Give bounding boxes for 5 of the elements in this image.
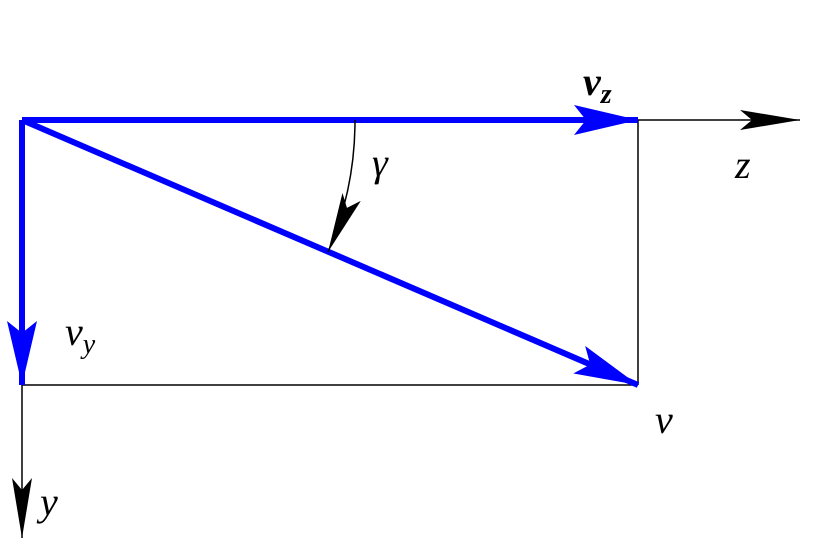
vector-label: v$_{y}$ <box>65 312 96 359</box>
vector-label: v$_{z}$ <box>583 62 612 109</box>
vector-label: v <box>655 400 673 440</box>
axis-label: z <box>735 145 751 185</box>
angle-label: γ <box>372 143 388 183</box>
